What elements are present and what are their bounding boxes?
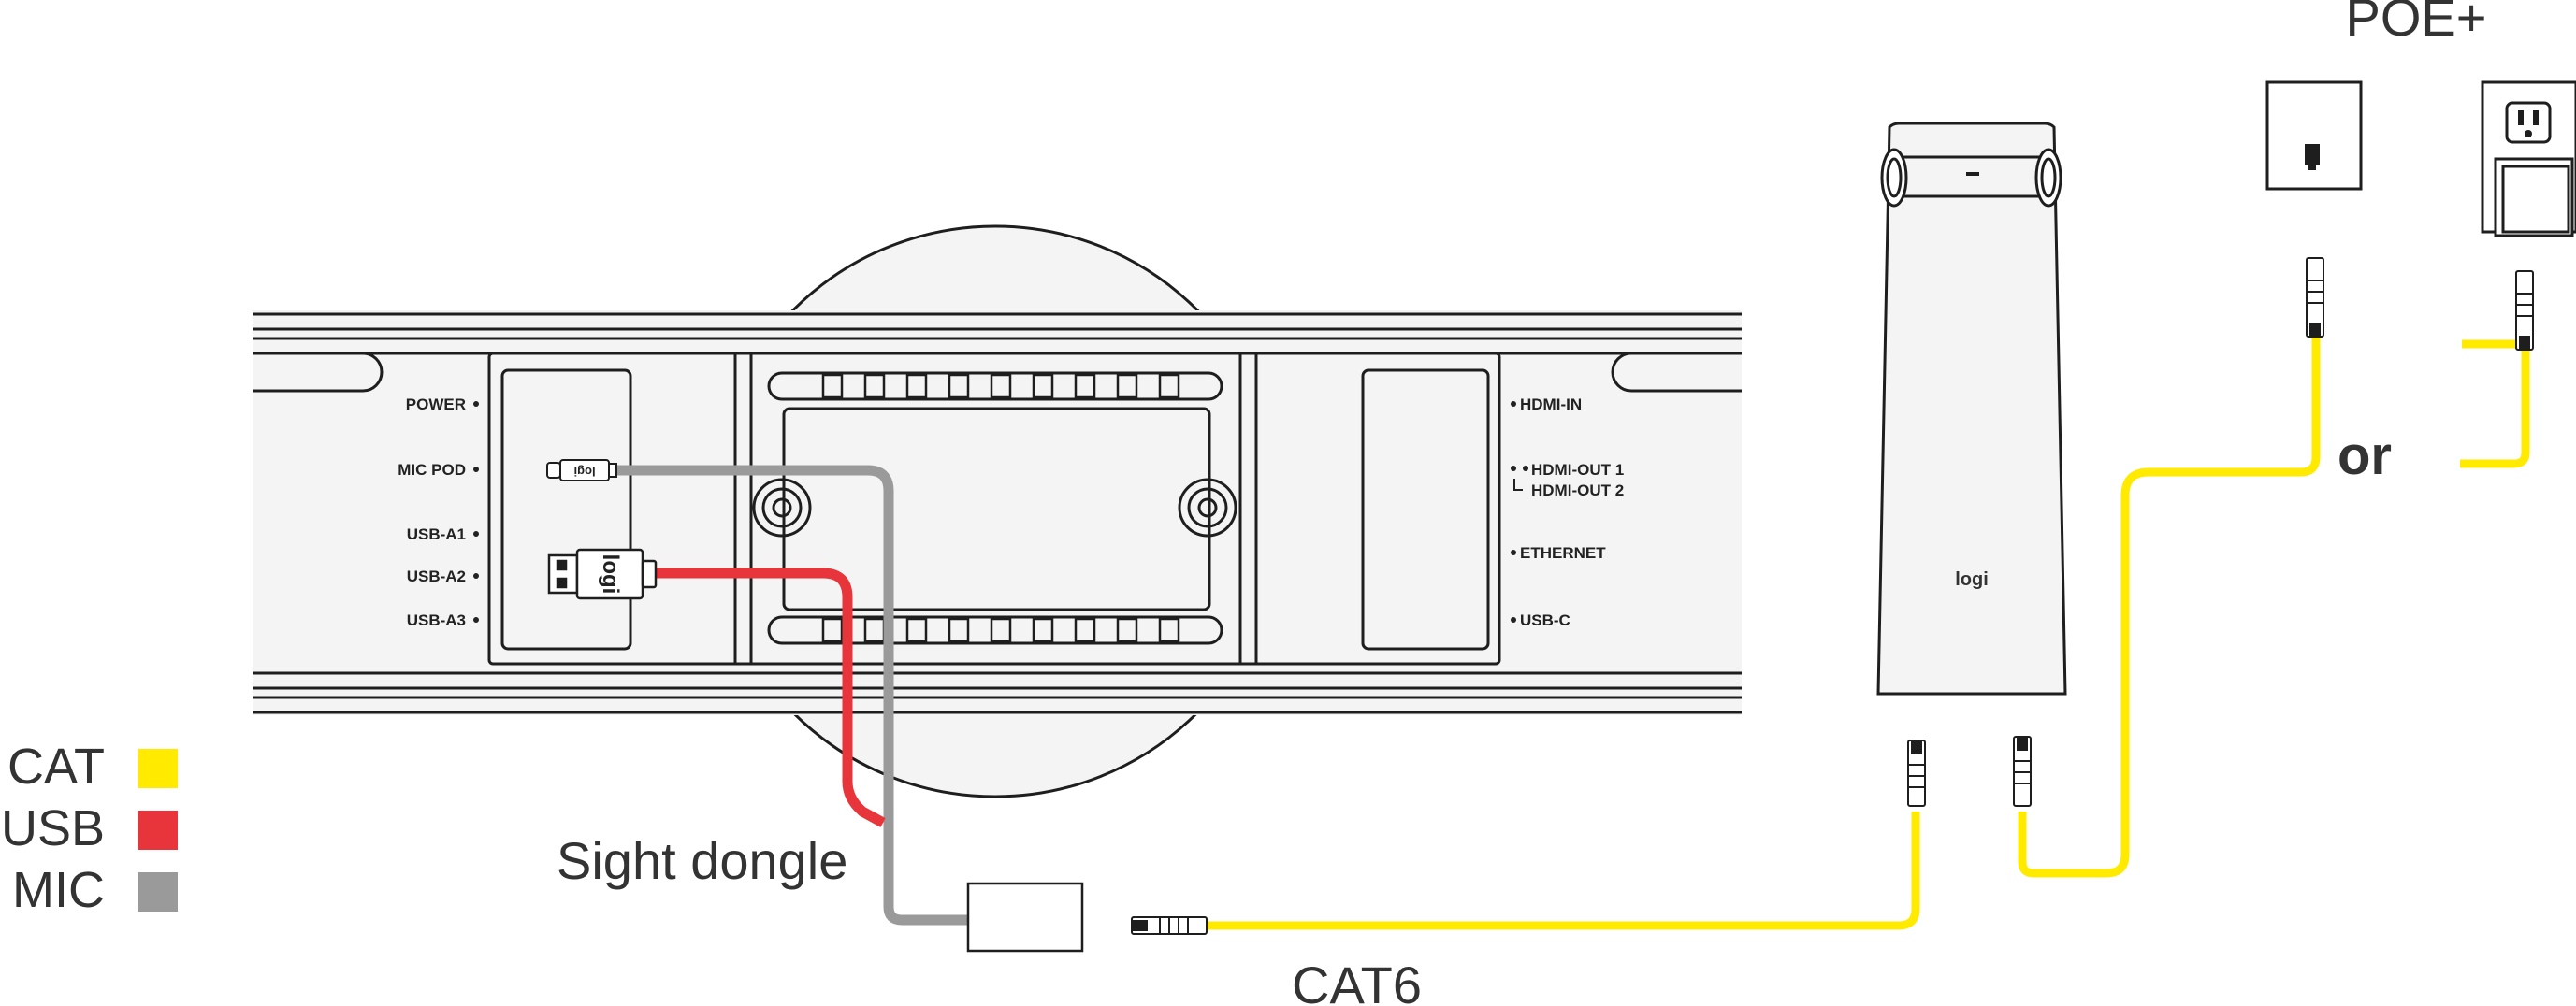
wall-jack-rj45-plug (2306, 257, 2324, 338)
port-label-hdmi-in: HDMI-IN (1520, 395, 1582, 413)
legend: CAT USB MIC (1, 739, 178, 918)
sight-dongle-box (966, 882, 1084, 953)
left-port-labels: POWER MIC POD USB-A1 USB-A2 USB-A3 (398, 395, 479, 629)
bottom-vent-slots (821, 617, 1180, 643)
usb-c-plug-icon: logi (546, 459, 617, 481)
port-label-usb-a1: USB-A1 (407, 525, 466, 543)
svg-text:logi: logi (573, 465, 595, 479)
mic-cable (615, 465, 967, 926)
usb-cable (655, 568, 886, 827)
poe-cable-jack (2018, 337, 2321, 878)
port-label-ethernet: ETHERNET (1520, 544, 1606, 562)
right-port-box (1361, 368, 1490, 651)
legend-label-usb: USB (1, 800, 105, 856)
cat6-label: CAT6 (1292, 956, 1422, 1006)
camera-rj45-plugs (1907, 736, 2032, 807)
sight-dongle-label: Sight dongle (557, 831, 847, 890)
port-label-hdmi-out-2: HDMI-OUT 2 (1531, 481, 1624, 499)
top-vent-slots (821, 373, 1180, 399)
port-label-mic-pod: MIC POD (398, 461, 466, 479)
legend-label-mic: MIC (12, 862, 105, 918)
legend-swatch-mic (138, 872, 178, 912)
power-outlet-icon (2481, 80, 2576, 237)
svg-text:logi: logi (598, 554, 623, 595)
right-port-labels: HDMI-IN HDMI-OUT 1 HDMI-OUT 2 ETHERNET U… (1511, 395, 1624, 629)
hub-body (253, 310, 1742, 715)
cat6-cable (1207, 812, 1920, 930)
legend-swatch-cat (138, 749, 178, 788)
outlet-rj45-plug (2515, 270, 2534, 351)
or-label: or (2337, 425, 2392, 486)
poe-cable-outlet (2460, 339, 2530, 468)
legend-label-cat: CAT (7, 739, 105, 795)
port-label-usb-a2: USB-A2 (407, 568, 466, 585)
camera-logo: logi (1955, 569, 1989, 590)
port-label-usb-c: USB-C (1520, 611, 1570, 629)
left-port-box (500, 368, 632, 651)
port-label-hdmi-out-1: HDMI-OUT 1 (1531, 461, 1624, 479)
center-plate (782, 407, 1211, 611)
legend-swatch-usb (138, 811, 178, 850)
port-label-usb-a3: USB-A3 (407, 611, 466, 629)
ethernet-wall-jack-icon (2265, 80, 2363, 191)
rj45-plug-icon (1131, 916, 1208, 935)
usb-a-plug-icon: logi (547, 548, 658, 600)
hub-device (253, 224, 1742, 798)
port-label-power: POWER (406, 395, 466, 413)
camera-device: logi (1876, 122, 2067, 696)
poe-label: POE+ (2346, 0, 2487, 47)
